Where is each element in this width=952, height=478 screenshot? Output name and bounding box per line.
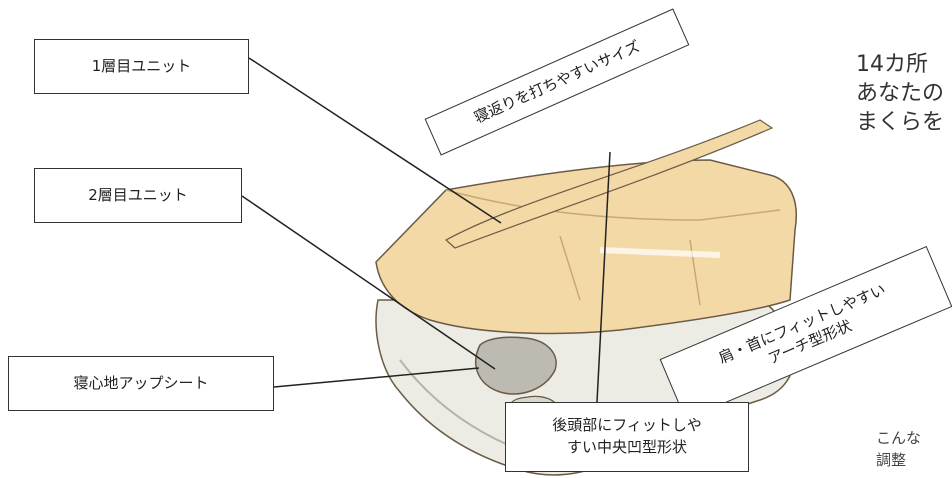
right-description: 14カ所 あなたの まくらを	[856, 50, 944, 137]
top-layer	[375, 159, 797, 335]
second-layer	[475, 336, 557, 395]
right-text-line-2: あなたの	[856, 81, 945, 106]
label-head-center-hollow: 後頭部にフィットしや すい中央凹型形状	[505, 402, 749, 472]
label-first-layer-unit: 1層目ユニット	[34, 39, 249, 94]
right-text-line-1: 14カ所	[856, 52, 928, 77]
label-second-layer-unit: 2層目ユニット	[34, 168, 242, 223]
bottom-text-line-2: 調整	[876, 451, 907, 469]
bottom-text-line-1: こんな	[876, 429, 922, 447]
label-comfort-sheet: 寝心地アップシート	[8, 356, 274, 411]
right-text-line-3: まくらを	[856, 110, 945, 135]
